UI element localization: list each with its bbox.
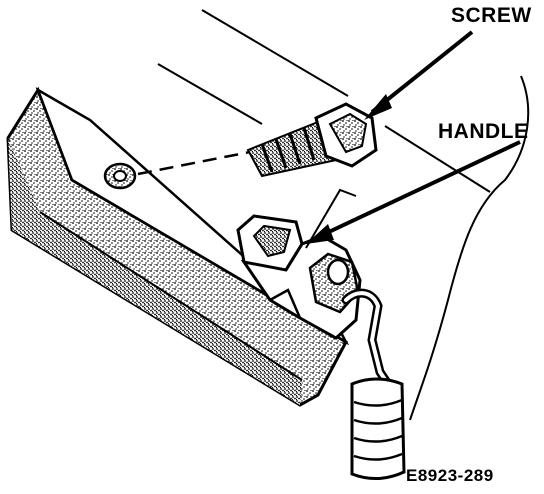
- latch-rod-icon: [341, 288, 393, 389]
- screw-icon: [246, 102, 378, 178]
- screw-label: SCREW: [451, 4, 532, 27]
- figure-id: E8923-289: [406, 466, 494, 485]
- handle-label: HANDLE: [438, 120, 529, 143]
- door-edge-shading: [8, 138, 302, 405]
- handle-leader-arrow: [306, 140, 521, 244]
- screw-hole-icon: [103, 162, 137, 190]
- rod-grip-icon: [350, 377, 406, 480]
- screw-alignment-dashed-line: [137, 150, 251, 176]
- screw-leader-arrow: [364, 30, 474, 120]
- dashboard-outline-lines: [157, 9, 530, 421]
